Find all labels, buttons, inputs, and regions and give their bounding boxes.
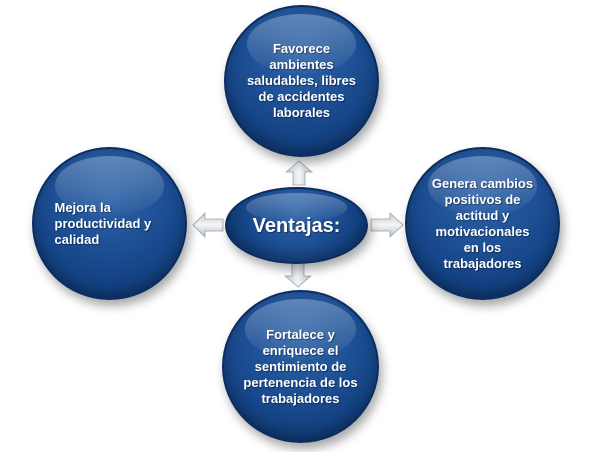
node-top: Favorece ambientes saludables, libres de…	[224, 5, 379, 157]
node-right: Genera cambios positivos de actitud y mo…	[405, 147, 560, 300]
node-left: Mejora la productividad y calidad	[32, 147, 187, 300]
node-left-label: Mejora la productividad y calidad	[54, 199, 152, 247]
node-center-label: Ventajas:	[252, 214, 341, 237]
arrow-right-icon	[370, 212, 404, 238]
node-center: Ventajas:	[225, 187, 368, 264]
node-bottom-label: Fortalece y enriquece el sentimiento de …	[243, 326, 358, 406]
node-bottom: Fortalece y enriquece el sentimiento de …	[222, 290, 379, 443]
arrow-left-icon	[192, 212, 224, 238]
node-right-label: Genera cambios positivos de actitud y mo…	[431, 175, 534, 271]
arrow-down-icon	[284, 262, 312, 288]
node-top-label: Favorece ambientes saludables, libres de…	[246, 41, 357, 120]
arrow-up-icon	[285, 160, 313, 186]
